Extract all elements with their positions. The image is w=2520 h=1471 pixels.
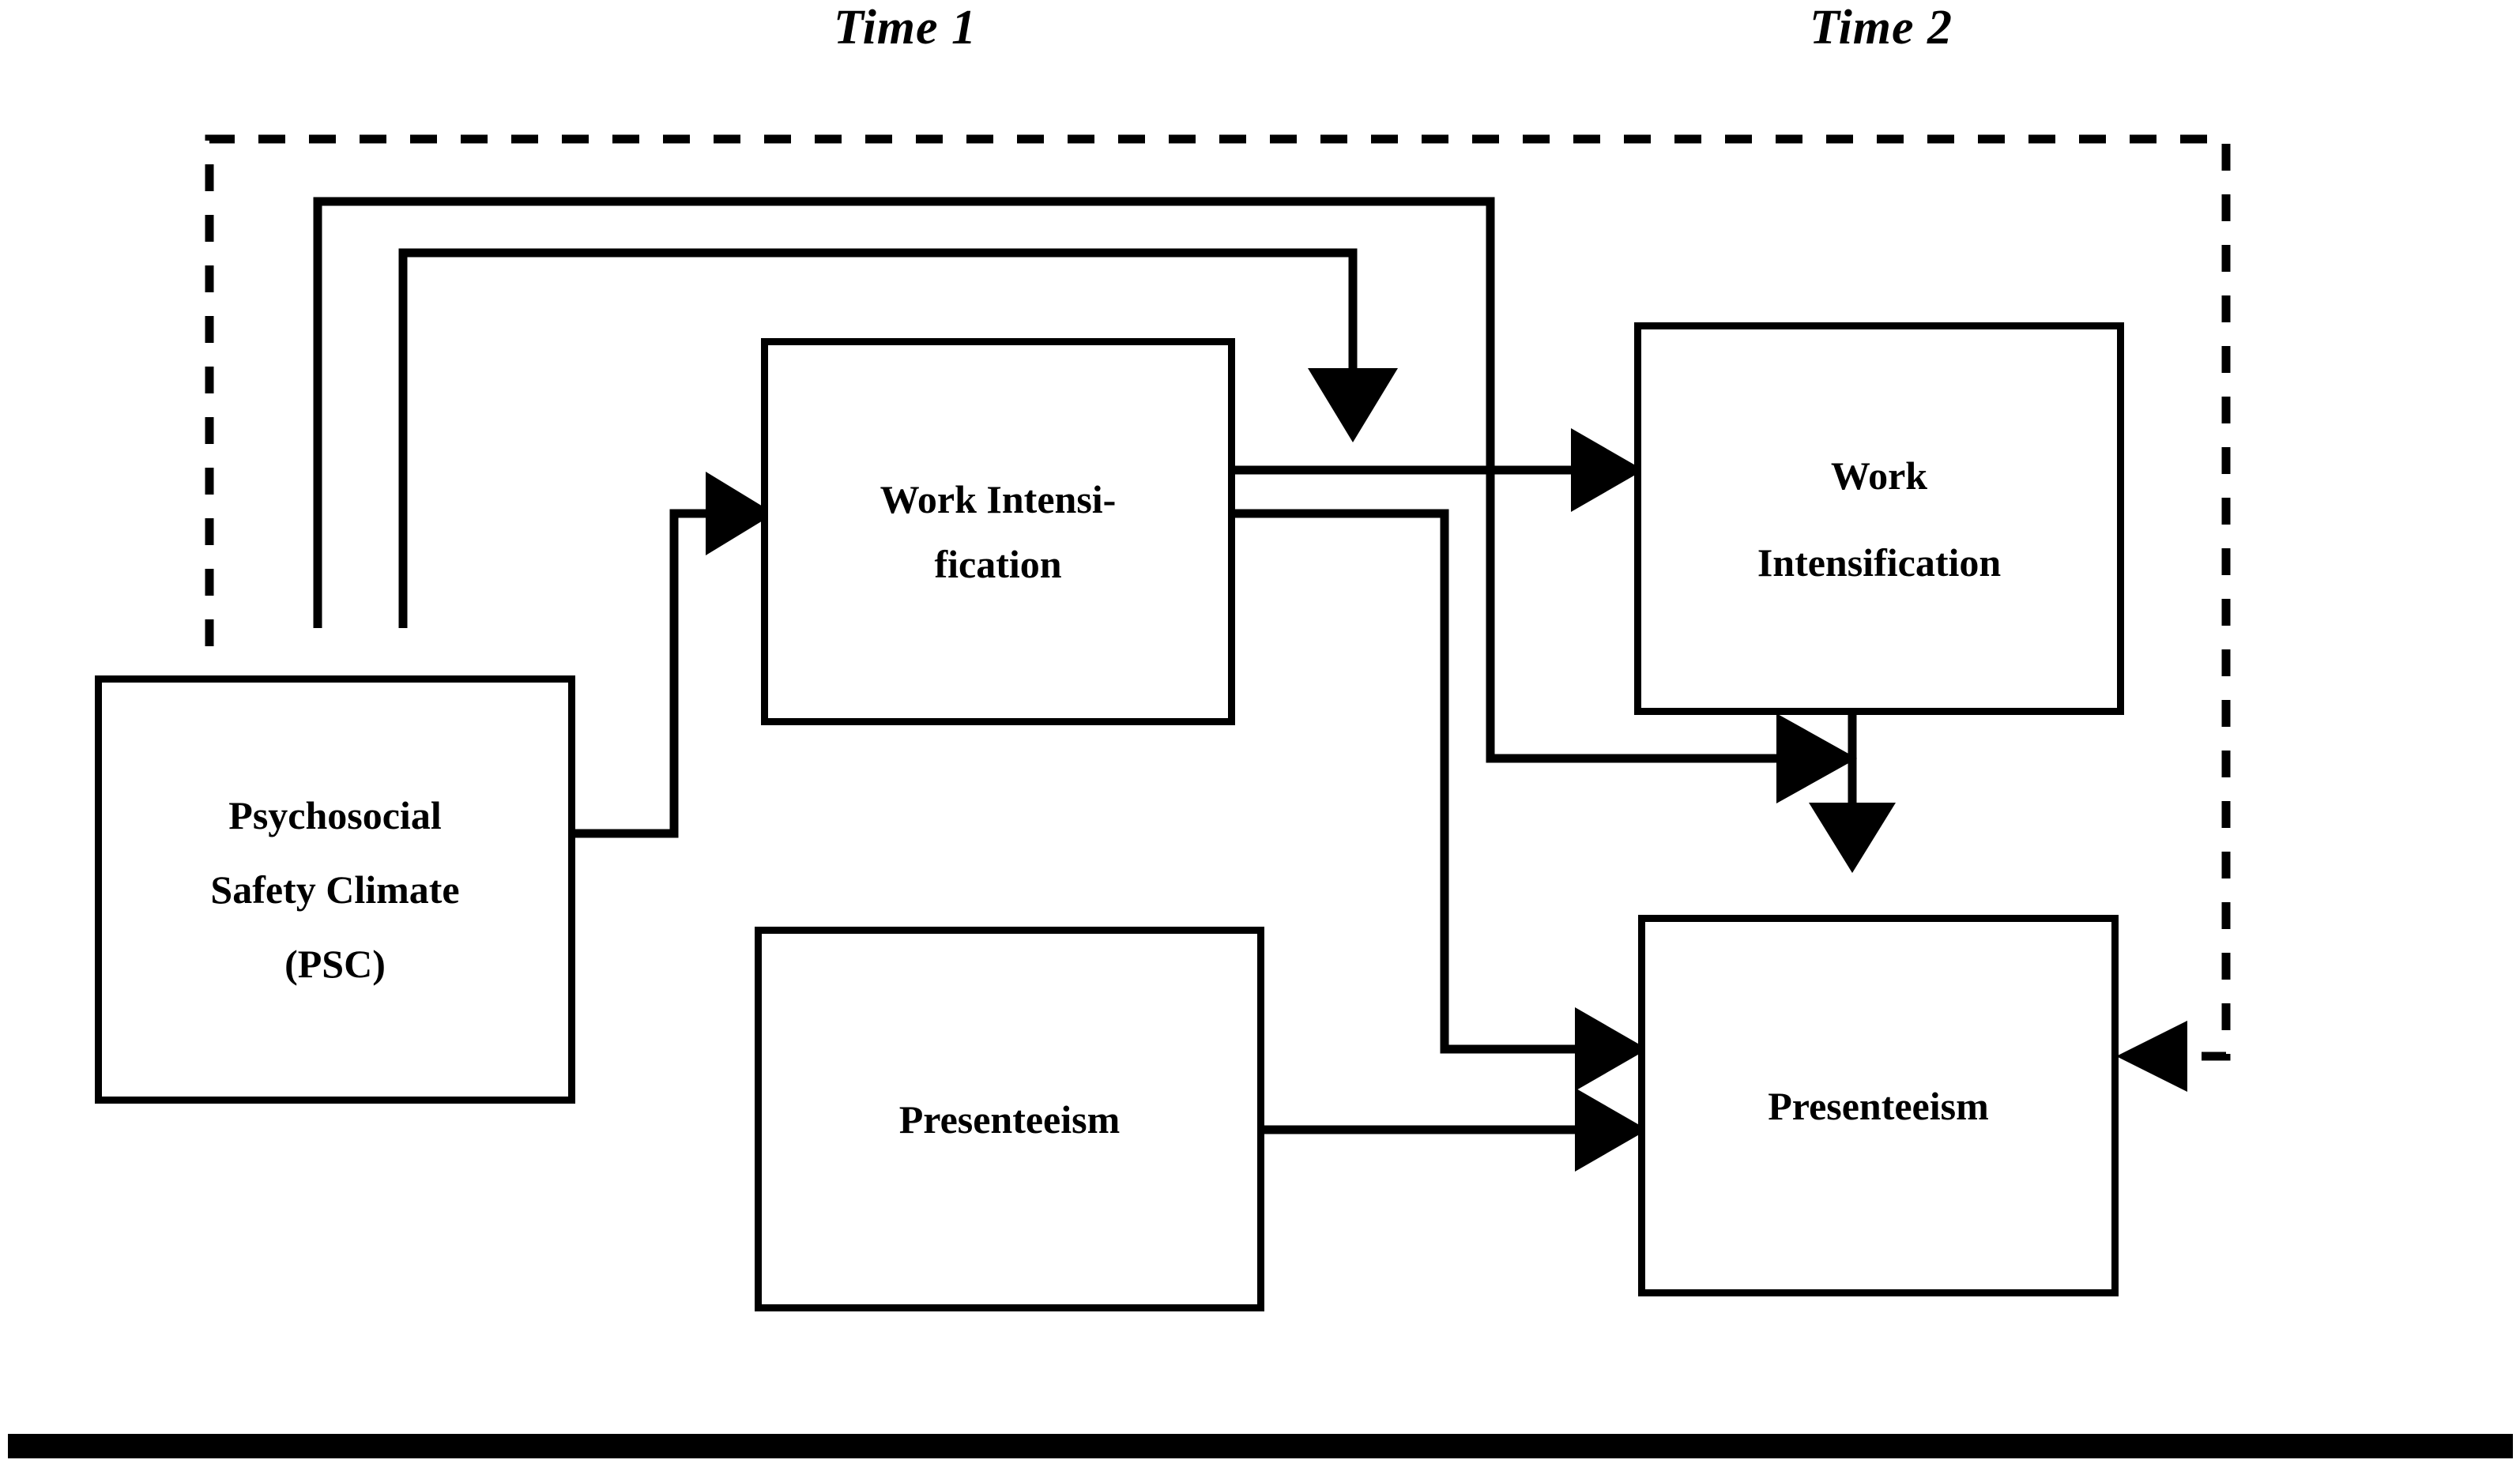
edge-wi-t1-to-wi-t2 [1235,428,1644,512]
edge-pres-t1-to-pres-t2 [1264,1088,1648,1172]
node-wi-t2-line-2: Intensification [1757,540,2002,585]
node-psc-line-1: Psychosocial [228,793,442,837]
edge-psc-to-wi-t2 [313,197,1857,803]
arrowhead-pres-t1-to-pres-t2 [1575,1088,1648,1172]
bottom-rule-divider [8,1434,2513,1458]
edge-psc-to-pres-t2-dashed [205,134,2231,1092]
node-psc-line-3: (PSC) [284,942,386,986]
node-wi-t1-line-2: fication [934,542,1062,586]
node-pres-t2-line-1: Presenteeism [1768,1083,1989,1128]
node-presenteeism-time2[interactable]: Presenteeism [1638,915,2119,1296]
arrowhead-psc-to-pres-t2 [2116,1021,2187,1092]
node-pres-t1-line-1: Presenteeism [898,1097,1121,1142]
node-psychosocial-safety-climate[interactable]: Psychosocial Safety Climate (PSC) [95,675,575,1104]
node-wi-t1-line-1: Work Intensi- [880,477,1117,521]
arrowhead-psc-to-wi-t1 [706,472,774,555]
node-presenteeism-time1[interactable]: Presenteeism [755,927,1264,1311]
arrowhead-wi-t1-to-pres-t2 [1575,1007,1648,1091]
arrowhead-wi-t1-to-wi-t2 [1571,428,1644,512]
edge-wi-t1-to-pres-t2 [1235,509,1648,1091]
edge-psc-to-wi-t1-top [398,248,1398,628]
arrowhead-wi-t2-to-pres-t2 [1809,803,1896,873]
node-work-intensification-time1[interactable]: Work Intensi- fication [761,338,1235,725]
arrowhead-psc-to-wi-t2 [1776,713,1857,803]
node-psc-line-2: Safety Climate [210,867,460,912]
edge-psc-to-wi-t1 [575,472,774,838]
node-work-intensification-time2[interactable]: Work Intensification [1634,322,2124,715]
node-wi-t2-line-1: Work [1830,453,1928,498]
time-2-header: Time 2 [1810,1,1953,55]
time-1-header: Time 1 [834,1,977,55]
arrowhead-psc-to-wi-t1-top [1308,368,1398,442]
